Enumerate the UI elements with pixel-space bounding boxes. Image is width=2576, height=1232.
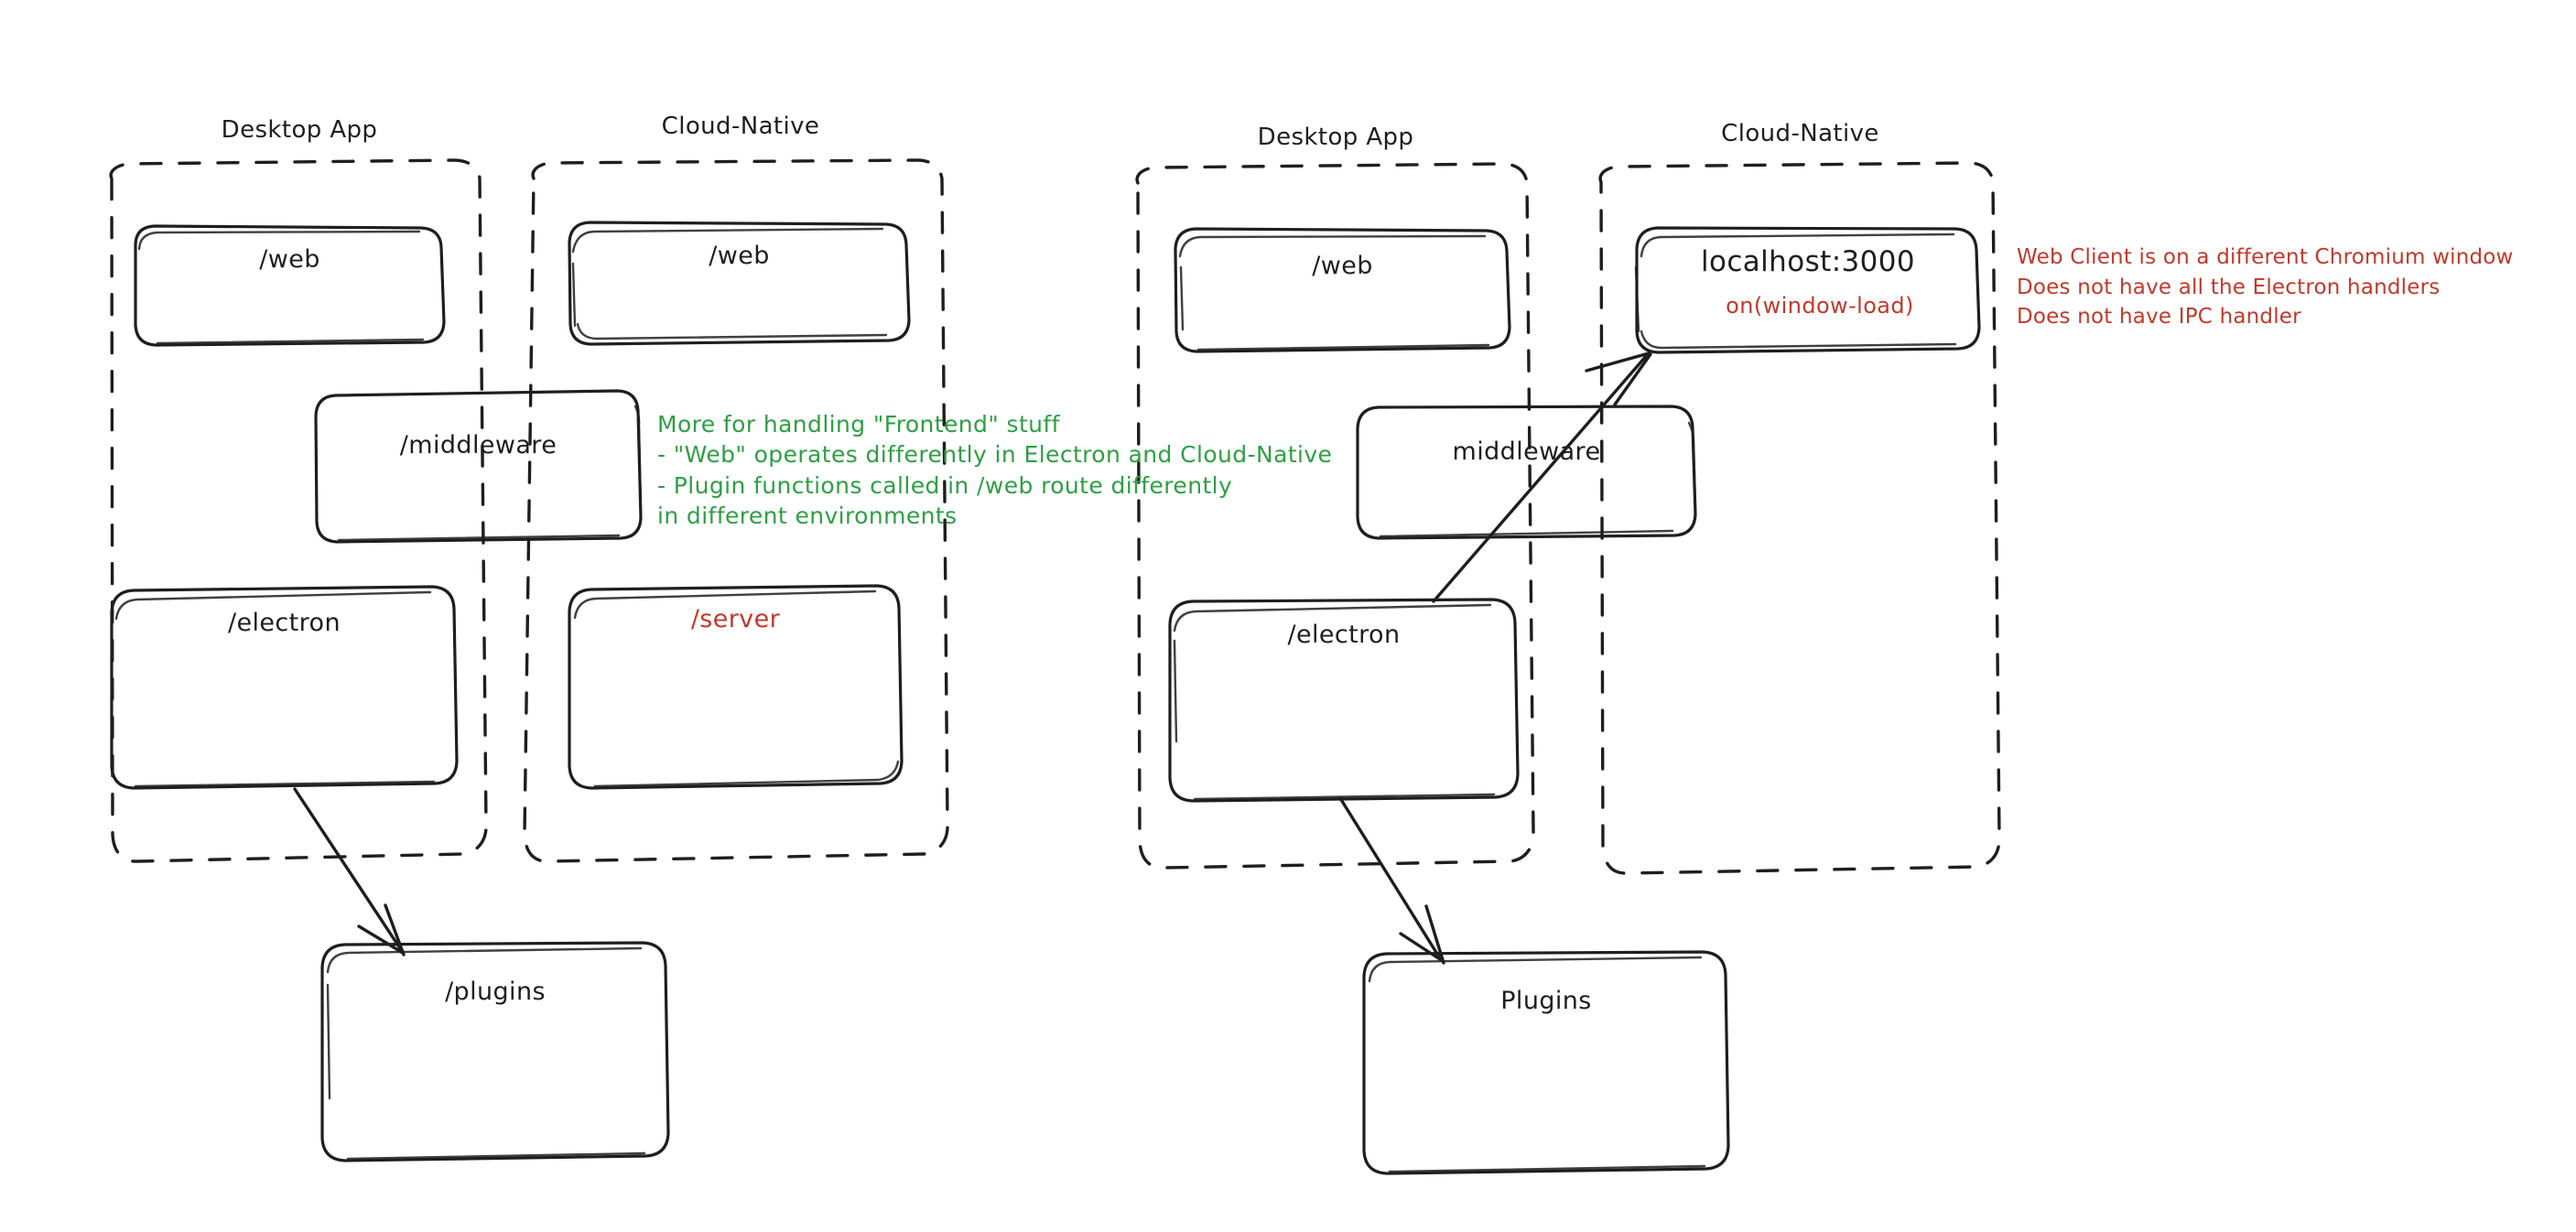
left-electron-label: /electron bbox=[228, 609, 341, 637]
right-desktop-web-box bbox=[1174, 227, 1511, 353]
green-annotation-line-3: - Plugin functions called in /web route … bbox=[657, 471, 1233, 499]
right-middleware-box bbox=[1356, 405, 1697, 540]
left-cloud-web-box bbox=[568, 221, 911, 346]
red-annotation-line-2: Does not have all the Electron handlers bbox=[2017, 275, 2441, 299]
left-desktop-group-label: Desktop App bbox=[221, 116, 378, 144]
right-electron-box bbox=[1168, 598, 1520, 803]
right-middleware-label: middleware bbox=[1452, 438, 1601, 466]
right-localhost-box bbox=[1634, 226, 1981, 354]
right-plugins-box bbox=[1362, 950, 1730, 1175]
left-server-box bbox=[568, 584, 904, 790]
left-cloud-group-label: Cloud-Native bbox=[661, 113, 820, 140]
right-desktop-web-label: /web bbox=[1312, 252, 1373, 280]
left-middleware-label: /middleware bbox=[399, 431, 557, 459]
right-localhost-sublabel: on(window-load) bbox=[1726, 293, 1914, 319]
right-desktop-group-label: Desktop App bbox=[1257, 124, 1414, 151]
left-plugins-box bbox=[320, 941, 670, 1162]
left-server-label: /server bbox=[690, 605, 781, 633]
left-desktop-web-box bbox=[134, 224, 446, 347]
right-electron-to-localhost-arrow bbox=[1432, 351, 1652, 603]
right-plugins-label: Plugins bbox=[1500, 987, 1592, 1015]
left-electron-box bbox=[110, 585, 459, 790]
right-electron-label: /electron bbox=[1287, 621, 1401, 649]
left-cloud-group-border bbox=[523, 158, 949, 863]
right-desktop-group-border bbox=[1135, 162, 1535, 870]
left-desktop-group-border bbox=[109, 158, 488, 863]
right-cloud-group-label: Cloud-Native bbox=[1721, 120, 1879, 147]
left-desktop-web-label: /web bbox=[259, 245, 320, 274]
right-localhost-label: localhost:3000 bbox=[1700, 245, 1916, 278]
left-cloud-web-label: /web bbox=[709, 242, 770, 270]
red-annotation: Web Client is on a different Chromium wi… bbox=[2017, 243, 2514, 332]
green-annotation-line-4: in different environments bbox=[657, 502, 958, 529]
green-annotation: More for handling "Frontend" stuff - "We… bbox=[657, 409, 1332, 531]
red-annotation-line-1: Web Client is on a different Chromium wi… bbox=[2017, 245, 2514, 269]
left-electron-to-plugins-arrow bbox=[293, 787, 406, 956]
left-plugins-label: /plugins bbox=[445, 978, 546, 1006]
red-annotation-line-3: Does not have IPC handler bbox=[2017, 305, 2301, 330]
left-middleware-box bbox=[314, 389, 643, 544]
right-electron-to-plugins-arrow bbox=[1338, 796, 1445, 965]
green-annotation-line-1: More for handling "Frontend" stuff bbox=[657, 411, 1060, 438]
right-cloud-group-border bbox=[1598, 161, 2001, 875]
green-annotation-line-2: - "Web" operates differently in Electron… bbox=[657, 441, 1333, 469]
